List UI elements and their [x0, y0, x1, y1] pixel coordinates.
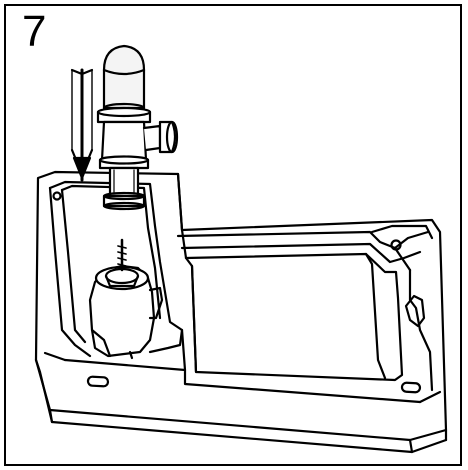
step-number: 7: [22, 7, 47, 56]
down-arrow: [70, 68, 94, 182]
valve-cartridge: [96, 44, 179, 211]
base-tray: [34, 170, 448, 454]
spring-seat: [88, 238, 164, 360]
